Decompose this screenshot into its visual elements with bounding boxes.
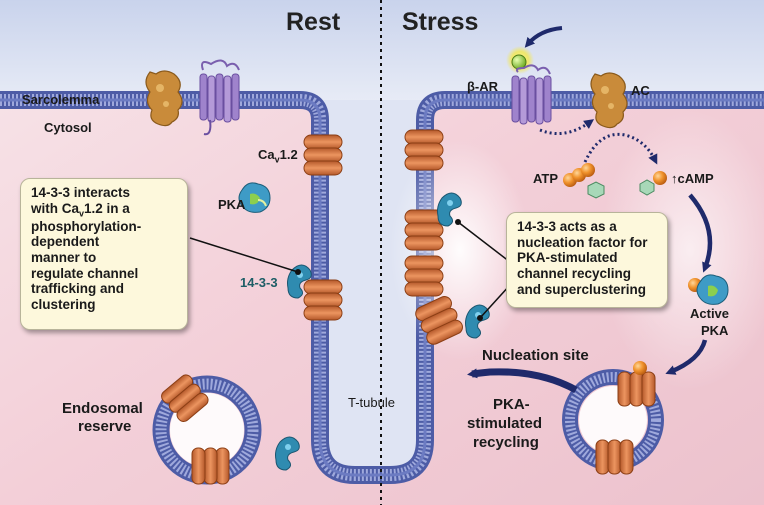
callout-right-leader-2: [479, 284, 511, 319]
label-nucleation-site: Nucleation site: [482, 347, 589, 364]
callout-right-line5: and superclustering: [517, 281, 647, 297]
label-atp: ATP: [533, 171, 559, 186]
callout-left-line2: with Cav1.2 in a: [31, 200, 130, 219]
callout-left-dot: [295, 269, 301, 275]
label-beta-ar: β-AR: [467, 79, 499, 94]
bar-to-ac-arrow: [539, 119, 595, 136]
label-t-tubule: T-tubule: [348, 395, 395, 410]
label-cytosol: Cytosol: [44, 120, 92, 135]
cav12-channel-rest-bottom: [303, 279, 343, 321]
recycling-arrow: [467, 368, 578, 394]
membrane-core: [0, 98, 764, 477]
callout-right-line1: 14-3-3 acts as a: [517, 219, 617, 234]
t-tubule-lumen: [322, 100, 422, 470]
cav12-channel-rest-top: [303, 134, 343, 176]
pka-to-endosome-arrow: [665, 339, 708, 375]
label-active-pka: PKA: [701, 323, 729, 338]
protein-14-3-3-free: [275, 436, 300, 471]
cav12-channel-stress-top: [404, 129, 444, 171]
adenylyl-cyclase-rest: [145, 70, 183, 127]
callout-right-leader-1: [457, 221, 511, 263]
label-recycling-1: PKA-: [493, 396, 530, 413]
callout-right-line2: nucleation factor for: [517, 234, 648, 250]
beta-ar-stress: [506, 46, 552, 125]
label-sarcolemma: Sarcolemma: [22, 92, 100, 107]
endosome-stress: [562, 361, 664, 475]
label-pka: PKA: [218, 197, 246, 212]
active-pka: [688, 274, 729, 305]
camp-to-pka-arrow: [688, 193, 713, 273]
title-stress: Stress: [402, 8, 479, 36]
label-recycling-2: stimulated: [467, 415, 543, 432]
label-reserve: reserve: [78, 418, 132, 435]
pathway-glow: [600, 110, 764, 390]
label-endosomal: Endosomal: [62, 400, 143, 417]
callout-right: 14-3-3 acts as a nucleation factor for P…: [506, 212, 668, 308]
callout-right-line4: channel recycling: [517, 265, 632, 281]
label-cav12: Cav1.2: [258, 147, 298, 165]
label-ac: AC: [631, 83, 650, 98]
callout-left-line5: manner to: [31, 250, 97, 266]
cav12-supercluster: [404, 209, 463, 345]
label-camp: ↑cAMP: [671, 171, 714, 186]
label-recycling-3: recycling: [473, 434, 539, 451]
callout-left-line1: 14-3-3 interacts: [31, 185, 131, 200]
callout-left-line8: clustering: [31, 297, 96, 313]
callout-right-dot-1: [455, 219, 461, 225]
callout-left-line4: dependent: [31, 234, 100, 250]
pka-rest: [238, 182, 271, 213]
atp-molecule: [563, 163, 605, 199]
callout-left-line6: regulate channel: [31, 265, 139, 281]
adenylyl-cyclase-stress: [590, 72, 628, 129]
callout-left-line3: phosphorylation-: [31, 218, 142, 234]
label-14-3-3: 14-3-3: [240, 275, 278, 290]
ligand-arrow: [524, 26, 563, 48]
protein-14-3-3-stress-1: [437, 192, 462, 227]
beta-ar-rest: [199, 59, 240, 136]
camp-molecule: [639, 171, 667, 196]
callout-left: 14-3-3 interacts with Cav1.2 in a phosph…: [20, 178, 188, 330]
title-rest: Rest: [286, 8, 341, 36]
callout-right-line3: PKA-stimulated: [517, 250, 618, 266]
endosome-rest: [152, 374, 262, 485]
atp-to-camp-arrow: [583, 132, 658, 165]
label-active: Active: [690, 306, 730, 321]
callout-left-leader: [189, 237, 299, 273]
callout-right-dot-2: [477, 315, 483, 321]
callout-left-line7: trafficking and: [31, 281, 125, 297]
